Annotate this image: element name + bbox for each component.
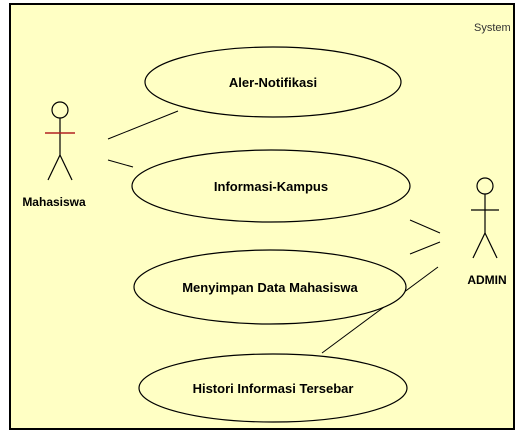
use-case-ellipse xyxy=(131,149,411,223)
use-case-informasi-kampus[interactable]: Informasi-Kampus xyxy=(131,149,411,223)
association-admin-informasi-kampus xyxy=(409,219,441,234)
system-label: System xyxy=(474,22,511,34)
use-case-ellipse xyxy=(138,353,408,423)
use-case-label: Aler-Notifikasi xyxy=(229,75,317,90)
association-admin-histori xyxy=(321,266,439,354)
use-case-label: Menyimpan Data Mahasiswa xyxy=(182,280,358,295)
actor-label: Mahasiswa xyxy=(22,195,86,209)
association-lines xyxy=(107,110,441,354)
use-case-label: Histori Informasi Tersebar xyxy=(193,381,354,396)
stick-figure-icon xyxy=(45,101,75,181)
use-case-ellipse xyxy=(133,249,407,325)
use-case-ellipse xyxy=(144,46,402,118)
actor-label: ADMIN xyxy=(467,273,506,287)
association-mahasiswa-aler-notifikasi xyxy=(107,110,179,140)
use-case-aler-notifikasi[interactable]: Aler-Notifikasi xyxy=(144,46,402,118)
use-case-menyimpan-data-mahasiswa[interactable]: Menyimpan Data Mahasiswa xyxy=(133,249,407,325)
use-case-histori-informasi-tersebar[interactable]: Histori Informasi Tersebar xyxy=(138,353,408,423)
actor-admin[interactable]: ADMIN xyxy=(467,177,507,287)
actor-mahasiswa[interactable]: Mahasiswa xyxy=(22,101,86,209)
association-admin-menyimpan-data xyxy=(409,241,441,255)
use-case-label: Informasi-Kampus xyxy=(214,179,328,194)
stick-figure-icon xyxy=(471,177,499,259)
association-mahasiswa-informasi-kampus xyxy=(107,159,134,168)
